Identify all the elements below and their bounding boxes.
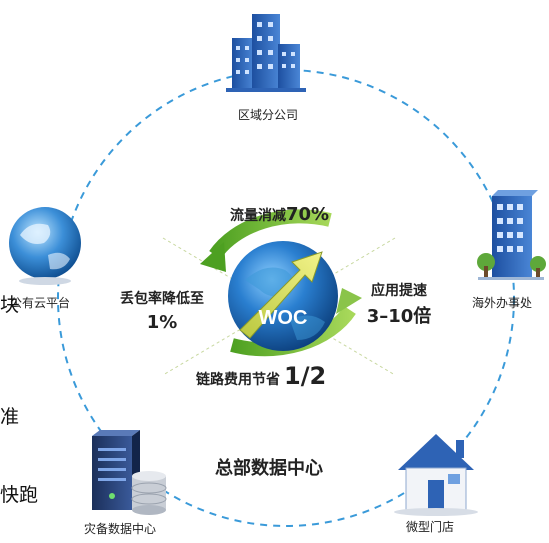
stat-accel-value: 3–10倍 [366,306,432,327]
woc-hub: WOC [228,241,338,351]
stat-cost-value: 1/2 [284,362,327,390]
stat-traffic-value: 70% [286,204,330,225]
edge-fragment-3: 快跑 [0,484,39,506]
stat-loss-text: 丢包率降低至 [120,291,204,307]
house-icon [394,434,478,516]
stat-accel-text: 应用提速 [371,283,427,299]
stat-traffic: 流量消减70% [230,204,329,225]
node-label-hq-dc: 总部数据中心 [215,458,323,479]
woc-label: WOC [259,307,308,329]
stat-traffic-text: 流量消减 [230,208,286,224]
cloud-globe-icon [9,207,81,285]
edge-fragment-1: 块 [0,294,20,316]
node-label-regional-branch: 区域分公司 [238,108,299,122]
edge-fragment-2: 准 [0,406,20,428]
node-label-public-cloud: 公有云平台 [10,296,71,310]
stat-cost-text: 链路费用节省 [196,372,280,388]
stat-accel: 应用提速 3–10倍 [358,280,440,328]
node-label-overseas-office: 海外办事处 [472,296,533,310]
node-label-micro-store: 微型门店 [406,520,455,534]
stat-loss-value: 1% [146,312,178,333]
stat-loss: 丢包率降低至 1% [110,288,214,333]
node-label-backup-dc: 灾备数据中心 [84,522,157,536]
database-icon [131,471,167,515]
buildings-icon [226,14,306,92]
network-ring [57,69,515,527]
office-tower-icon [477,190,546,280]
